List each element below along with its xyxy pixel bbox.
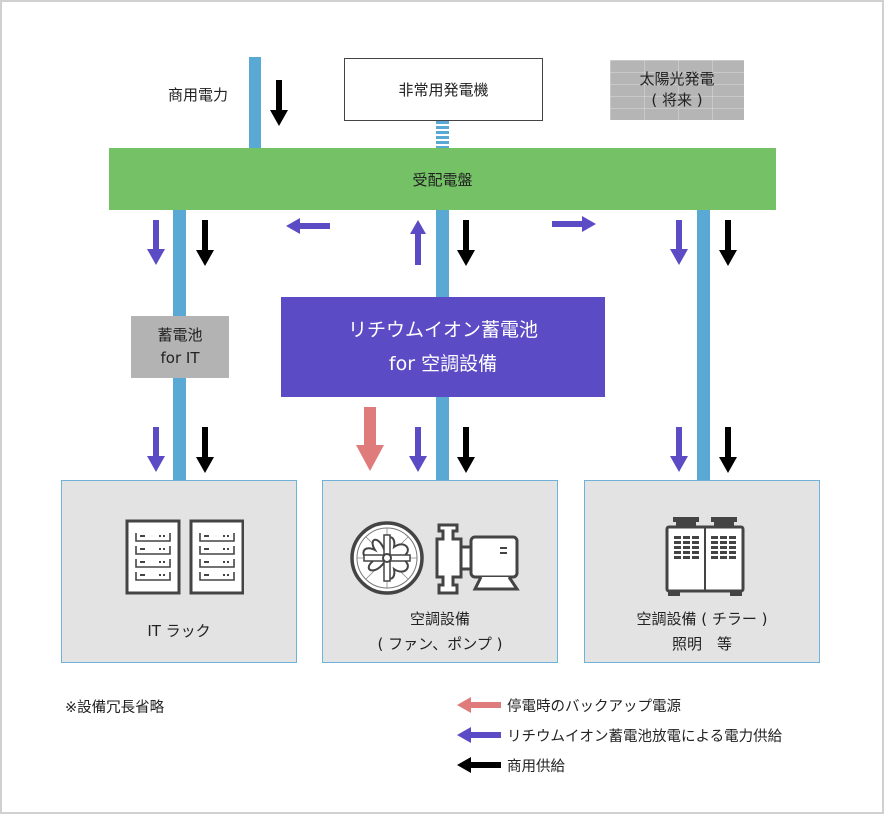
- legend-label-commercial: 商用供給: [507, 758, 565, 775]
- fan-pump-icon: [350, 521, 520, 595]
- commercial-arrow-legend-icon: [457, 757, 501, 773]
- commercial-arrow-down-it-upper: [196, 220, 214, 266]
- fan-icon: [350, 521, 424, 595]
- backup-arrow-legend-icon: [457, 697, 501, 713]
- legend-label-lithium: リチウムイオン蓄電池放電による電力供給: [507, 728, 783, 745]
- load-hvac-label: 空調設備: [409, 610, 470, 628]
- redundancy-omitted-note: ※設備冗長省略: [65, 700, 165, 716]
- lithium-arrow-down-chiller-lower: [670, 427, 688, 472]
- lithium-arrow-down-it-lower: [147, 427, 165, 472]
- distribution-board-label: 受配電盤: [412, 170, 473, 189]
- lithium-battery-label: リチウムイオン蓄電池: [347, 319, 538, 341]
- solar-future-label: ( 将来 ): [651, 91, 703, 109]
- lithium-arrow-legend-icon: [457, 727, 501, 743]
- lithium-arrow-right: [552, 216, 596, 232]
- emergency-generator-label: 非常用発電機: [398, 81, 489, 99]
- load-chiller-lighting: 空調設備 ( チラー ) 照明 等: [584, 480, 820, 663]
- lithium-battery-box: リチウムイオン蓄電池 for 空調設備: [281, 297, 605, 397]
- commercial-arrow-down-hvac-upper: [457, 220, 475, 266]
- emergency-generator-box: 非常用発電機: [344, 58, 543, 121]
- commercial-arrow-down-chiller-lower: [719, 427, 737, 473]
- load-hvac-fan-pump: 空調設備 ( ファン、ポンプ ): [322, 480, 558, 663]
- lithium-battery-sublabel: for 空調設備: [388, 353, 498, 375]
- lithium-arrow-down-chiller-upper: [670, 220, 688, 265]
- server-rack-icon: [125, 519, 244, 595]
- commercial-supply-arrow: [270, 80, 288, 126]
- lithium-arrow-down-hvac-lower: [409, 427, 427, 472]
- legend: 停電時のバックアップ電源 リチウムイオン蓄電池放電による電力供給 商用供給: [457, 690, 782, 780]
- it-battery-box: 蓄電池 for IT: [131, 316, 229, 378]
- load-chiller-label: 空調設備 ( チラー ): [636, 610, 768, 628]
- legend-label-backup: 停電時のバックアップ電源: [507, 698, 681, 715]
- it-battery-sublabel: for IT: [160, 349, 200, 367]
- commercial-power-label: 商用電力: [168, 86, 229, 104]
- solar-power-box: 太陽光発電 ( 将来 ): [610, 60, 744, 120]
- backup-arrow-down: [356, 407, 384, 471]
- chiller-feeder-pipe: [697, 210, 710, 482]
- solar-label: 太陽光発電: [639, 70, 715, 88]
- pump-icon: [435, 523, 520, 595]
- legend-item-commercial: 商用供給: [457, 750, 782, 780]
- load-it-rack: IT ラック: [61, 480, 297, 663]
- commercial-arrow-down-chiller-upper: [719, 220, 737, 266]
- lithium-arrow-down-it-upper: [147, 220, 165, 265]
- commercial-arrow-down-hvac-lower: [457, 427, 475, 473]
- legend-item-lithium: リチウムイオン蓄電池放電による電力供給: [457, 720, 782, 750]
- generator-dashed-connector: [436, 121, 449, 148]
- load-hvac-sublabel: ( ファン、ポンプ ): [377, 635, 503, 653]
- distribution-board: 受配電盤: [109, 148, 776, 210]
- legend-item-backup: 停電時のバックアップ電源: [457, 690, 782, 720]
- commercial-power-pipe: [249, 57, 261, 149]
- load-it-rack-label: IT ラック: [147, 622, 211, 640]
- it-battery-label: 蓄電池: [157, 326, 203, 344]
- chiller-icon: [665, 517, 745, 596]
- lithium-arrow-left: [286, 218, 330, 234]
- commercial-arrow-down-it-lower: [196, 427, 214, 473]
- load-lighting-label: 照明 等: [671, 635, 732, 653]
- lithium-arrow-up: [410, 220, 426, 265]
